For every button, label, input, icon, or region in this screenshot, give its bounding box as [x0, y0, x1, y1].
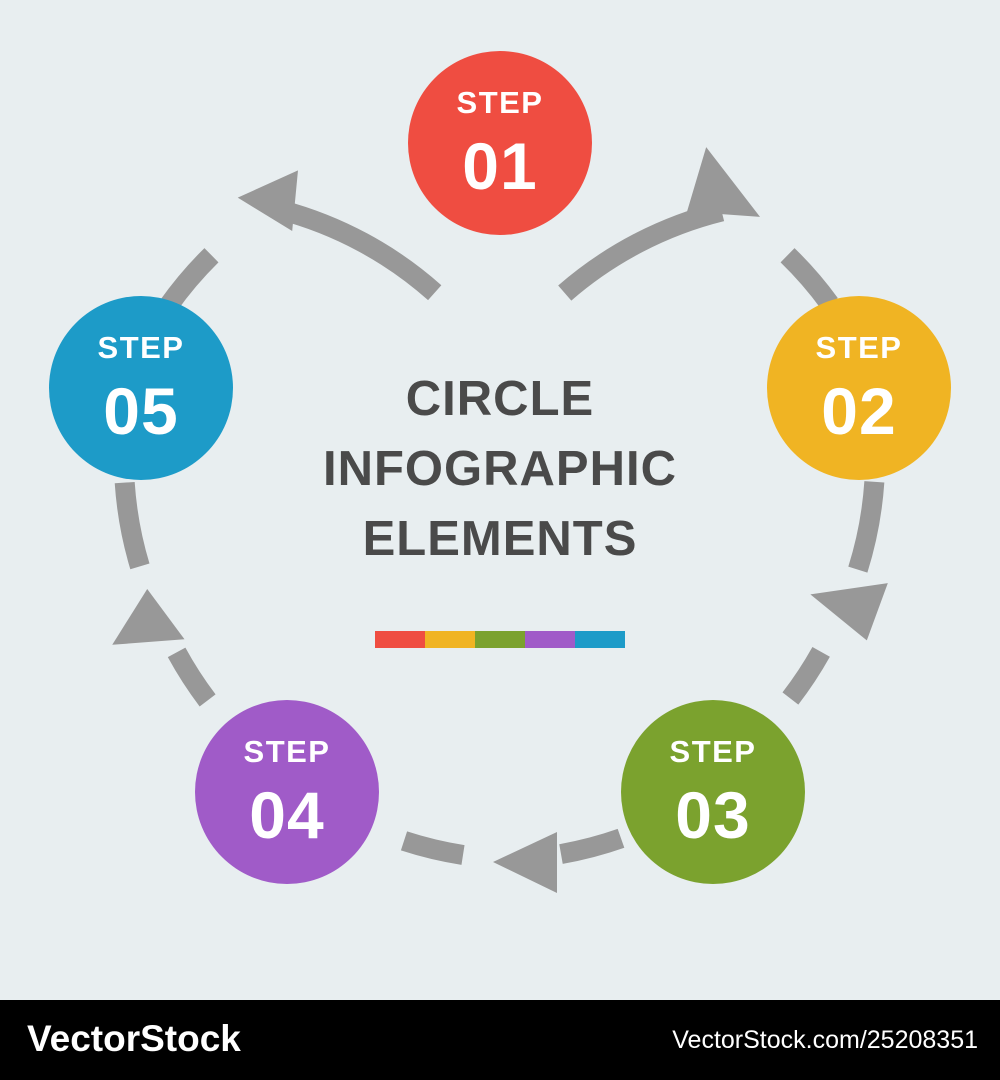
color-bar-segment-5 [575, 631, 625, 648]
center-title-line-3: ELEMENTS [363, 512, 638, 566]
color-bar-segment-2 [425, 631, 475, 648]
arrowhead-02-to-03 [810, 583, 888, 641]
step-node-04[interactable]: STEP 04 [195, 700, 379, 884]
center-color-bar [375, 631, 625, 648]
center-title-block: CIRCLE INFOGRAPHIC ELEMENTS [323, 372, 677, 566]
arc-segment-03 [559, 828, 625, 864]
arrowhead-05-to-01 [237, 170, 298, 231]
center-title-line-1: CIRCLE [406, 372, 594, 426]
step-03-word: STEP [670, 734, 757, 769]
step-01-word: STEP [457, 85, 544, 120]
step-02-word: STEP [816, 330, 903, 365]
infographic-canvas: STEP 01 STEP 02 STEP 03 STEP 04 [49, 51, 951, 893]
arc-segment-01 [558, 201, 725, 301]
step-01-number: 01 [462, 129, 537, 203]
step-circle-05[interactable] [49, 296, 233, 480]
color-bar-segment-1 [375, 631, 425, 648]
step-04-number: 04 [249, 778, 324, 852]
arrowhead-03-to-04 [493, 832, 557, 893]
step-05-word: STEP [98, 330, 185, 365]
vectorstock-url: VectorStock.com/25208351 [672, 1026, 978, 1054]
step-circles-group: STEP 01 STEP 02 STEP 03 STEP 04 [49, 51, 951, 884]
step-circle-04[interactable] [195, 700, 379, 884]
step-04-word: STEP [244, 734, 331, 769]
step-node-03[interactable]: STEP 03 [621, 700, 805, 884]
watermark-footer: VectorStock VectorStock.com/25208351 [0, 1000, 1000, 1080]
center-title-line-2: INFOGRAPHIC [323, 442, 677, 496]
arrowhead-01-to-02 [687, 147, 761, 217]
step-node-05[interactable]: STEP 05 [49, 296, 233, 480]
step-circle-01[interactable] [408, 51, 592, 235]
connector-arrowheads [112, 147, 888, 893]
step-05-number: 05 [103, 374, 178, 448]
step-02-number: 02 [821, 374, 896, 448]
step-circle-03[interactable] [621, 700, 805, 884]
circle-infographic-graphic: STEP 01 STEP 02 STEP 03 STEP 04 [49, 51, 951, 893]
color-bar-segment-4 [525, 631, 575, 648]
vectorstock-brand: VectorStock [27, 1018, 241, 1059]
arc-segment-05b [278, 200, 442, 301]
step-node-01[interactable]: STEP 01 [408, 51, 592, 235]
arc-segment-02 [848, 481, 885, 573]
step-circle-02[interactable] [767, 296, 951, 480]
step-node-02[interactable]: STEP 02 [767, 296, 951, 480]
arc-segment-03b [400, 831, 465, 865]
step-03-number: 03 [675, 778, 750, 852]
arrowhead-04-to-05 [112, 588, 185, 645]
arc-segment-02b [782, 646, 830, 705]
arc-segment-04b [114, 481, 150, 570]
arc-segment-04 [167, 647, 216, 707]
color-bar-segment-3 [475, 631, 525, 648]
